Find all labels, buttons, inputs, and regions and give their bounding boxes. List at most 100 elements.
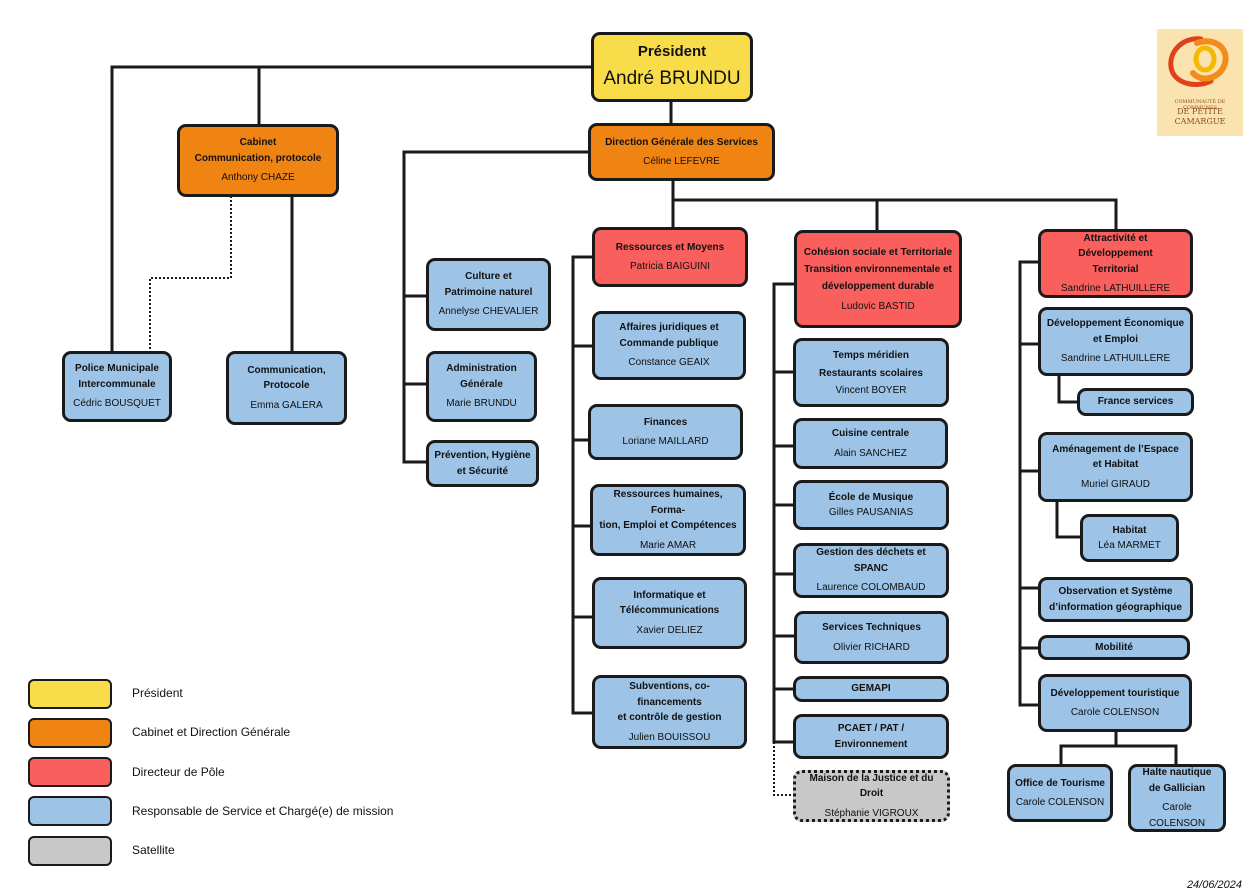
legend-swatch-president [28, 679, 112, 709]
administration-title: Administration Générale [446, 363, 517, 390]
france-services-title: France services [1097, 396, 1174, 408]
dev-touristique-name: Carole COLENSON [1070, 707, 1160, 718]
affaires-box: Affaires juridiques et Commande publique… [592, 311, 746, 380]
pcaet-title: PCAET / PAT / Environnement [834, 723, 908, 750]
police-box: Police Municipale Intercommunale Cédric … [62, 351, 172, 422]
pole-attractivite-name: Sandrine LATHUILLERE [1060, 283, 1171, 294]
dgs-name: Céline LEFEVRE [643, 156, 720, 167]
culture-title: Culture et Patrimoine naturel [444, 271, 533, 298]
legend-label-president: Président [132, 686, 183, 700]
legend-swatch-cabinet [28, 718, 112, 748]
prevention-box: Prévention, Hygiène et Sécurité [426, 440, 539, 487]
legend-label-cabinet: Cabinet et Direction Générale [132, 725, 291, 739]
habitat-name: Léa MARMET [1098, 540, 1161, 551]
dechets-name: Laurence COLOMBAUD [816, 582, 926, 594]
dechets-box: Gestion des déchets et SPANC Laurence CO… [793, 543, 949, 598]
date-label: 24/06/2024 [1186, 879, 1242, 891]
logo-line3: CAMARGUE [1174, 117, 1226, 126]
subventions-name: Julien BOUISSOU [628, 731, 711, 743]
dgs-box: Direction Générale des Services Céline L… [588, 123, 775, 181]
habitat-box: Habitat Léa MARMET [1080, 514, 1179, 562]
affaires-name: Constance GEAIX [628, 357, 710, 369]
cuisine-title: Cuisine centrale [831, 428, 910, 439]
administration-name: Marie BRUNDU [446, 398, 517, 410]
pole-attractivite-box: Attractivité et Développement Territoria… [1038, 229, 1193, 298]
halte-name: Carole COLENSON [1148, 802, 1206, 829]
france-services-box: France services [1077, 388, 1194, 416]
techniques-box: Services Techniques Olivier RICHARD [794, 611, 949, 664]
rh-box: Ressources humaines, Forma- tion, Emploi… [590, 484, 746, 556]
observation-title: Observation et Système d’information géo… [1049, 586, 1182, 613]
dev-touristique-box: Développement touristique Carole COLENSO… [1038, 674, 1192, 732]
culture-name: Annelyse CHEVALIER [438, 306, 539, 318]
legend-swatch-pole [28, 757, 112, 787]
pole-ressources-name: Patricia BAIGUINI [629, 261, 711, 272]
police-name: Cédric BOUSQUET [73, 398, 161, 410]
pole-cohesion-box: Cohésion sociale et Territoriale Transit… [794, 230, 962, 328]
finances-name: Loriane MAILLARD [622, 436, 709, 447]
informatique-name: Xavier DELIEZ [636, 624, 703, 636]
dev-eco-box: Développement Économique et Emploi Sandr… [1038, 307, 1193, 376]
informatique-title: Informatique et Télécommunications [619, 589, 720, 617]
dechets-title: Gestion des déchets et SPANC [816, 547, 926, 574]
mobilite-box: Mobilité [1038, 635, 1190, 660]
gemapi-box: GEMAPI [793, 676, 949, 702]
pole-cohesion-name: Ludovic BASTID [841, 300, 915, 312]
cabinet-box: Cabinet Communication, protocole Anthony… [177, 124, 339, 197]
logo-line1: COMMUNAUTÉ DE COMMUNES [1174, 99, 1226, 111]
temps-title: Temps méridien Restaurants scolaires [819, 349, 923, 379]
finances-box: Finances Loriane MAILLARD [588, 404, 743, 460]
dev-eco-name: Sandrine LATHUILLERE [1060, 353, 1171, 365]
informatique-box: Informatique et Télécommunications Xavie… [592, 577, 747, 649]
communication-box: Communication, Protocole Emma GALERA [226, 351, 347, 425]
temps-name: Vincent BOYER [835, 384, 907, 396]
pole-ressources-box: Ressources et Moyens Patricia BAIGUINI [592, 227, 748, 287]
pole-ressources-title: Ressources et Moyens [615, 241, 725, 253]
techniques-title: Services Techniques [822, 622, 921, 633]
amenagement-title: Aménagement de l’Espace et Habitat [1052, 443, 1179, 471]
office-tourisme-name: Carole COLENSON [1015, 797, 1105, 808]
police-title: Police Municipale Intercommunale [75, 363, 159, 390]
office-tourisme-title: Office de Tourisme [1015, 777, 1105, 789]
logo: COMMUNAUTÉ DE COMMUNES DE PETITE CAMARGU… [1157, 29, 1243, 136]
musique-box: École de Musique Gilles PAUSANIAS [793, 480, 949, 530]
techniques-name: Olivier RICHARD [833, 641, 910, 653]
president-box: Président André BRUNDU [591, 32, 753, 102]
legend-label-service: Responsable de Service et Chargé(e) de m… [132, 804, 394, 818]
legend-label-pole: Directeur de Pôle [132, 765, 225, 779]
rh-title: Ressources humaines, Forma- tion, Emploi… [599, 489, 737, 531]
observation-box: Observation et Système d’information géo… [1038, 577, 1193, 622]
dgs-title: Direction Générale des Services [605, 136, 758, 148]
dev-eco-title: Développement Économique et Emploi [1046, 318, 1185, 345]
legend-swatch-satellite [28, 836, 112, 866]
pole-cohesion-title: Cohésion sociale et Territoriale Transit… [803, 246, 953, 292]
president-name: André BRUNDU [603, 67, 741, 89]
maison-justice-name: Stéphanie VIGROUX [824, 807, 919, 819]
mobilite-title: Mobilité [1095, 641, 1133, 653]
subventions-box: Subventions, co-financements et contrôle… [592, 675, 747, 749]
communication-name: Emma GALERA [250, 399, 323, 411]
administration-box: Administration Générale Marie BRUNDU [426, 351, 537, 422]
affaires-title: Affaires juridiques et Commande publique [619, 322, 719, 349]
office-tourisme-box: Office de Tourisme Carole COLENSON [1007, 764, 1113, 822]
amenagement-box: Aménagement de l’Espace et Habitat Murie… [1038, 432, 1193, 502]
dev-touristique-title: Développement touristique [1050, 687, 1180, 699]
gemapi-title: GEMAPI [851, 683, 891, 695]
legend-label-satellite: Satellite [132, 843, 175, 857]
musique-name: Gilles PAUSANIAS [828, 507, 914, 518]
finances-title: Finances [643, 416, 688, 428]
cabinet-name: Anthony CHAZE [221, 172, 295, 184]
musique-title: École de Musique [828, 491, 914, 503]
cuisine-box: Cuisine centrale Alain SANCHEZ [793, 418, 948, 469]
habitat-title: Habitat [1112, 524, 1147, 536]
logo-emblem-icon [1168, 36, 1229, 87]
amenagement-name: Muriel GIRAUD [1081, 478, 1150, 490]
maison-justice-title: Maison de la Justice et du Droit [809, 772, 934, 800]
communication-title: Communication, Protocole [247, 364, 326, 392]
legend-swatch-service [28, 796, 112, 826]
temps-box: Temps méridien Restaurants scolaires Vin… [793, 338, 949, 407]
prevention-title: Prévention, Hygiène et Sécurité [434, 450, 531, 477]
maison-justice-box: Maison de la Justice et du Droit Stéphan… [793, 770, 950, 822]
cuisine-name: Alain SANCHEZ [834, 447, 907, 459]
president-title: Président [637, 42, 707, 60]
